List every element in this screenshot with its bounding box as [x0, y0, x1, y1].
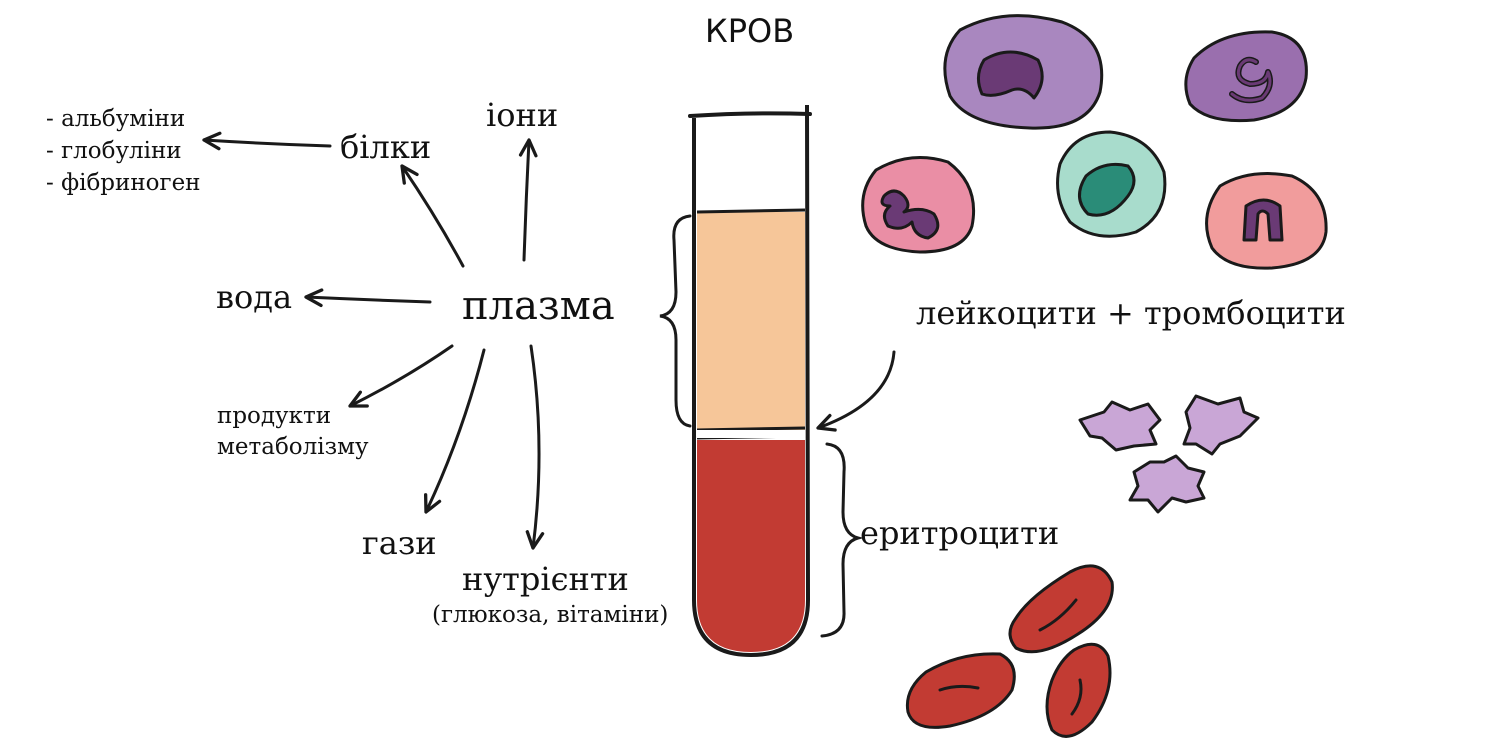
- protein-item-albumins: - альбуміни: [46, 106, 186, 132]
- platelet-2: [1182, 394, 1260, 456]
- tube-outline: [692, 104, 810, 657]
- ions-label: іони: [486, 96, 559, 134]
- tube-empty-top: [697, 116, 805, 212]
- platelets: [1078, 394, 1260, 514]
- leukocyte-basophil: [1184, 30, 1308, 123]
- arrow-to-gases: [423, 348, 486, 514]
- arrow-to-buffy-coat: [816, 350, 896, 432]
- buffy-coat-layer: [697, 430, 805, 438]
- arrow-to-water: [304, 288, 432, 308]
- leukocyte-lymphocyte: [1056, 130, 1167, 238]
- plasma-label: плазма: [462, 283, 615, 329]
- leukocytes: [861, 14, 1328, 270]
- arrow-to-ions: [518, 138, 538, 262]
- arrow-to-metabolism: [348, 344, 454, 408]
- gases-label: гази: [362, 524, 437, 562]
- arrow-to-nutrients: [525, 344, 545, 550]
- platelet-3: [1128, 454, 1206, 514]
- platelet-1: [1078, 400, 1162, 452]
- erythrocyte-layer: [697, 440, 805, 652]
- arrow-to-protein-list: [202, 131, 332, 151]
- metabolism-label-line1: продукти: [217, 403, 332, 429]
- protein-item-globulins: - глобуліни: [46, 138, 182, 164]
- test-tube: [688, 104, 812, 657]
- erythrocyte-brace: [820, 442, 864, 638]
- buffy-coat-label: лейкоцити + тромбоцити: [916, 294, 1346, 332]
- leukocyte-monocyte: [943, 14, 1104, 130]
- protein-item-fibrinogen: - фібриноген: [46, 170, 201, 196]
- protein-list: - альбуміни - глобуліни - фібриноген: [46, 103, 201, 199]
- proteins-label: білки: [340, 128, 432, 166]
- plasma-layer: [697, 212, 805, 430]
- leukocyte-eosinophil: [861, 156, 976, 254]
- erythrocyte-2: [905, 652, 1016, 729]
- diagram-title: КРОВ: [705, 12, 795, 50]
- erythrocytes: [905, 564, 1114, 738]
- plasma-arrows: [202, 131, 896, 550]
- plasma-brace: [659, 214, 692, 428]
- erythrocytes-label: еритроцити: [860, 514, 1060, 552]
- nutrients-label: нутрієнти: [462, 560, 629, 598]
- arrow-to-proteins: [400, 164, 465, 268]
- nutrients-note: (глюкоза, вітаміни): [432, 602, 669, 628]
- metabolism-label-line2: метаболізму: [217, 434, 369, 460]
- erythrocyte-3: [1045, 642, 1112, 738]
- metabolism-label: продукти метаболізму: [217, 401, 369, 463]
- leukocyte-neutrophil: [1205, 172, 1328, 270]
- water-label: вода: [216, 278, 293, 316]
- erythrocyte-1: [1008, 564, 1114, 654]
